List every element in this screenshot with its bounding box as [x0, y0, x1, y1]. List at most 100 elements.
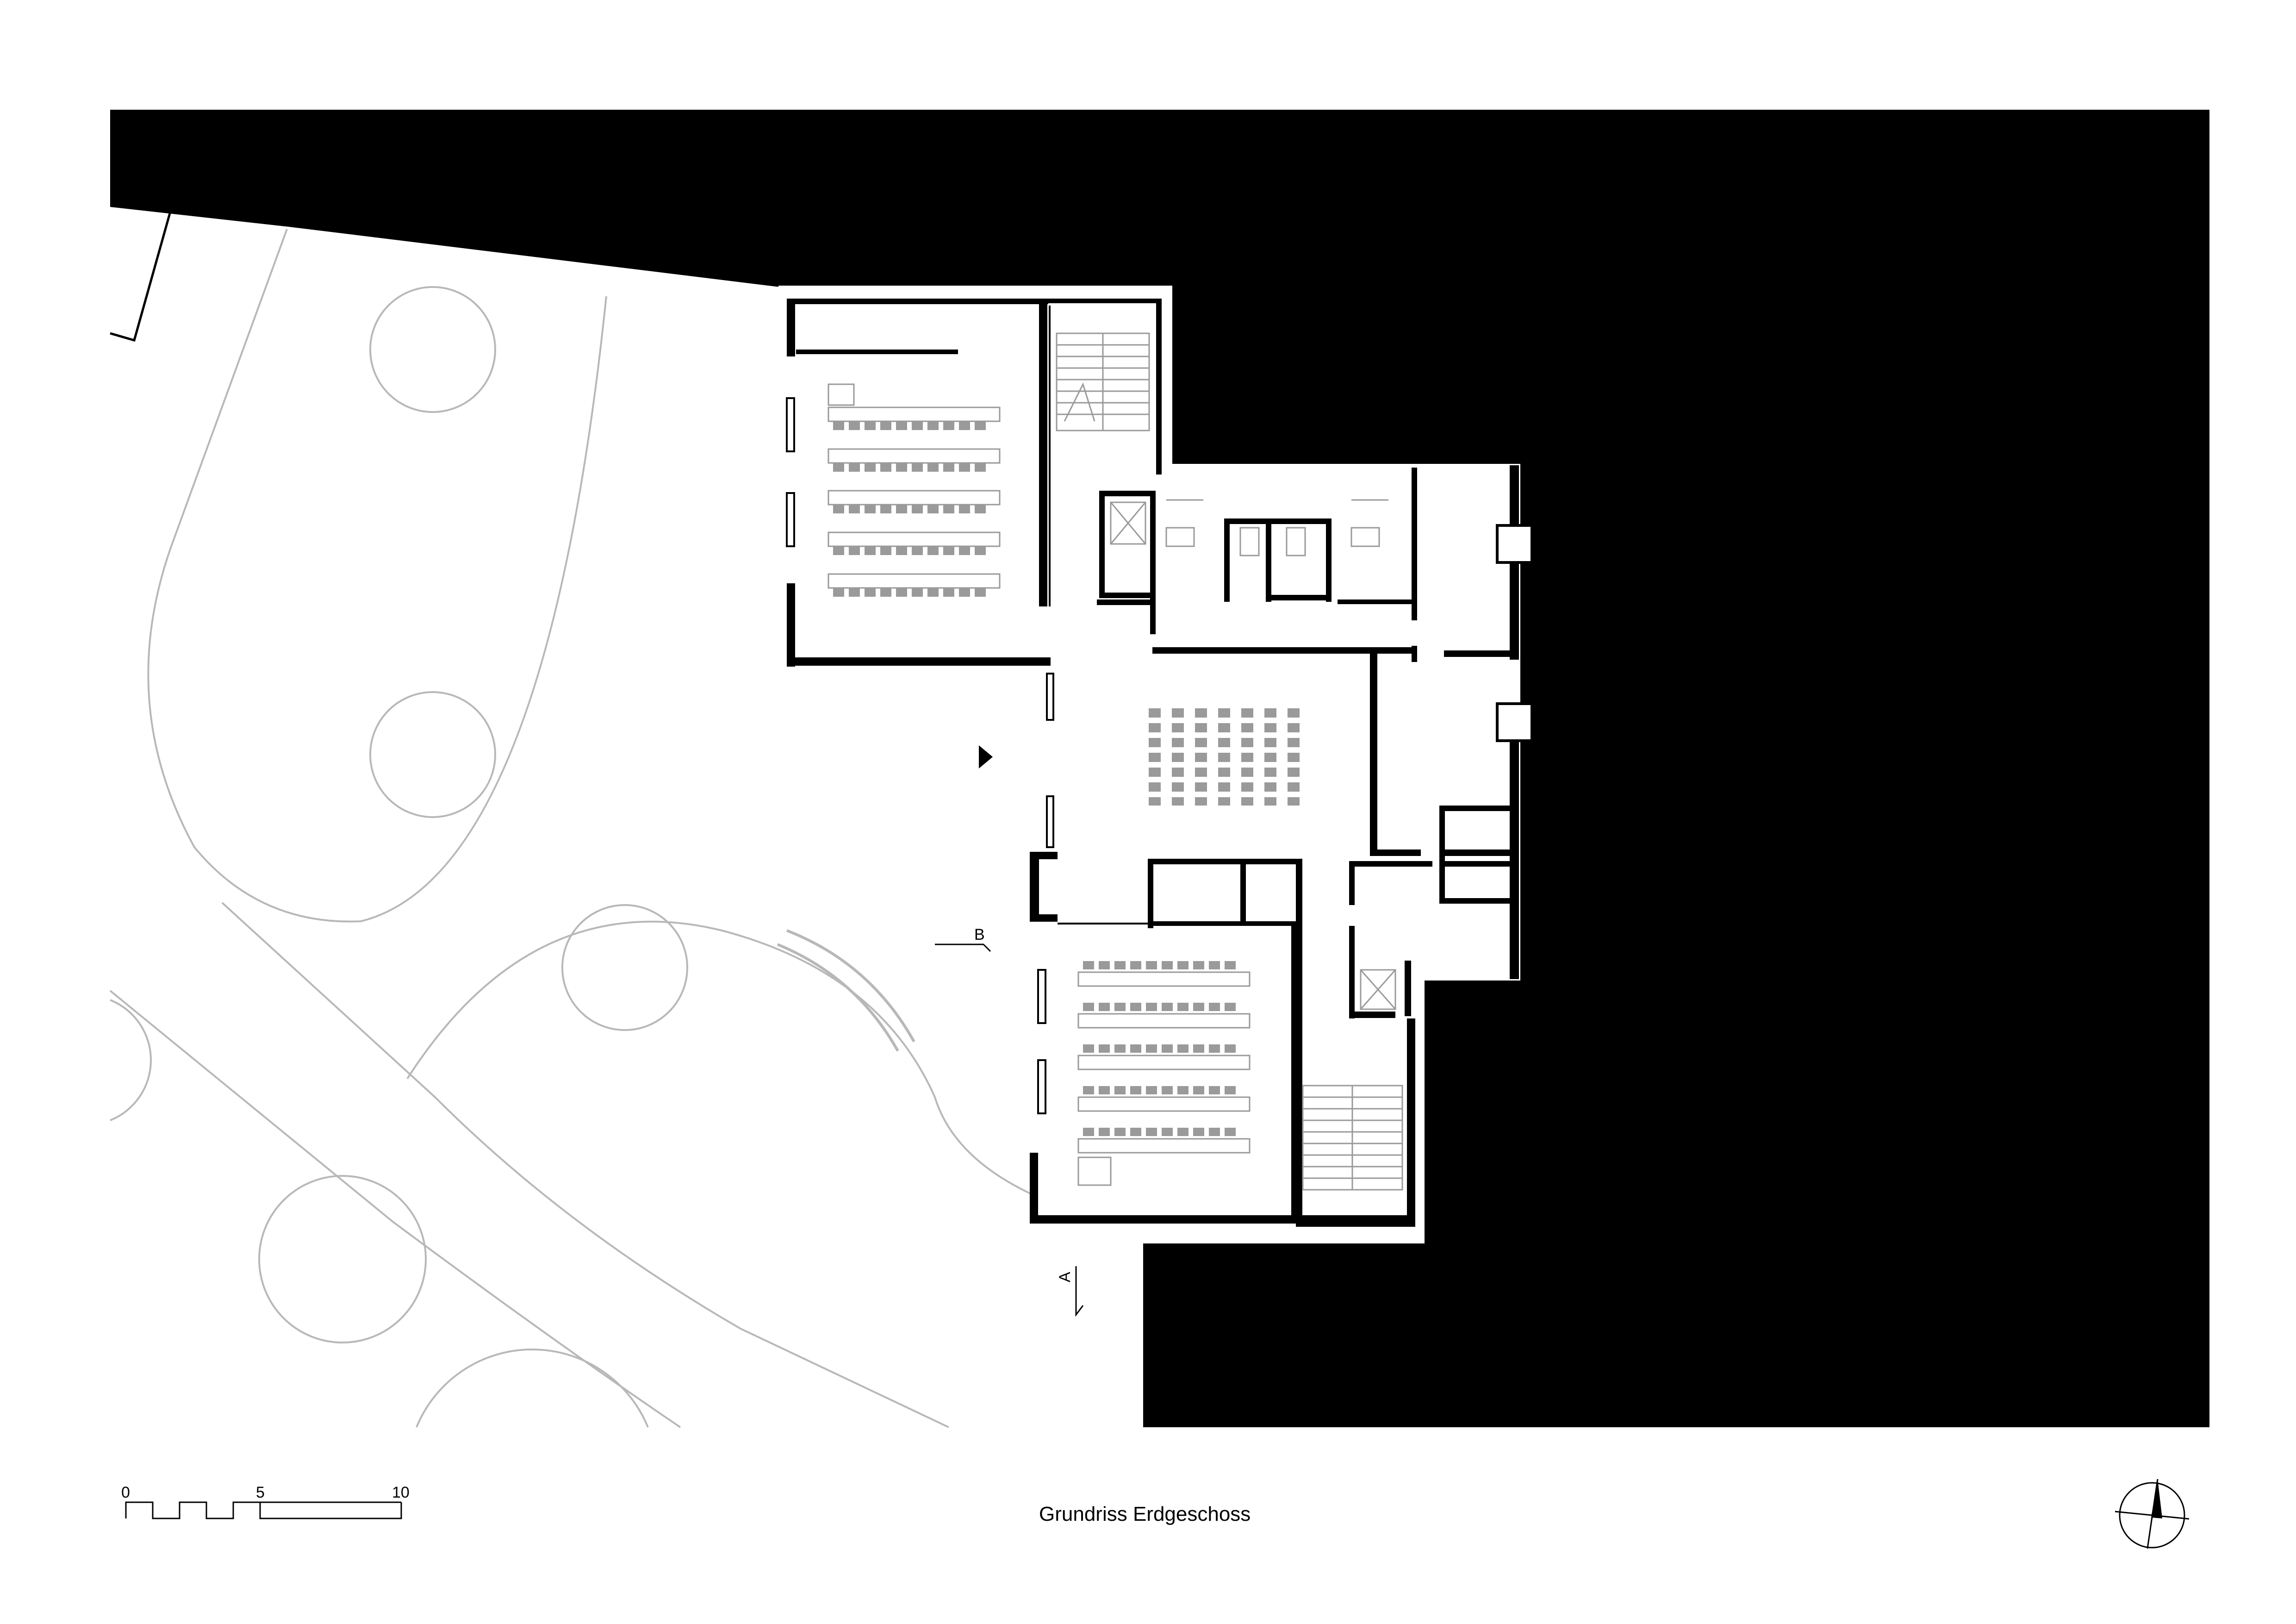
scale-label-0: 0 [121, 1484, 130, 1501]
landscape [109, 208, 1033, 1428]
lightwell [1496, 524, 1533, 564]
wall [1439, 861, 1511, 867]
window [1046, 795, 1054, 848]
wall [1240, 859, 1246, 924]
wall [1349, 861, 1355, 905]
scale-bar [125, 1501, 402, 1519]
wall [1444, 650, 1510, 657]
scale-label-10: 10 [392, 1484, 410, 1501]
tree-2 [369, 691, 496, 818]
wall [1156, 299, 1162, 475]
fence-line [110, 208, 173, 342]
wall [1148, 859, 1153, 928]
wall [1099, 593, 1150, 598]
wall [1047, 299, 1161, 303]
wall [1349, 861, 1432, 867]
wall [1405, 961, 1411, 1016]
tree-4 [258, 1175, 427, 1343]
wall [1039, 299, 1047, 606]
wall [1266, 518, 1271, 602]
wall [1326, 518, 1332, 602]
section-b-left-label: B [974, 926, 985, 943]
bench-wall [777, 929, 915, 1052]
section-a-bottom-label: A [1056, 1272, 1074, 1282]
furniture [828, 383, 1388, 1186]
tree-1 [369, 286, 496, 413]
wall [1150, 491, 1156, 634]
wall [1099, 491, 1105, 597]
wall [1224, 518, 1331, 524]
road-edge-1 [109, 990, 681, 1428]
section-a-bottom-symbol [1075, 1266, 1084, 1317]
wall [1407, 1018, 1415, 1222]
stair-top [1056, 332, 1150, 431]
wall [787, 299, 795, 356]
tree-5 [110, 999, 152, 1121]
window [1037, 1059, 1046, 1114]
section-markers [935, 199, 1609, 1317]
building-walls [787, 299, 1533, 1227]
wall [1412, 468, 1417, 620]
wall [1349, 926, 1355, 1018]
path-curve-1 [147, 229, 607, 923]
wall [796, 350, 958, 354]
wall [1224, 518, 1230, 602]
wall [787, 657, 1051, 666]
building-outline [778, 286, 1520, 1243]
entrance-arrow-icon [979, 745, 993, 768]
wall [1030, 1153, 1038, 1222]
desks-lower-classroom [1077, 961, 1251, 1186]
wall [787, 583, 795, 667]
wall [1370, 849, 1421, 856]
wall [1439, 806, 1445, 903]
section-b-right-label: B [1555, 926, 1566, 943]
scale-label-5: 5 [256, 1484, 265, 1501]
path-curve-2 [406, 920, 1033, 1195]
section-a-top-symbol [1075, 199, 1084, 250]
window [786, 397, 795, 452]
wall [1291, 924, 1296, 1220]
window [786, 492, 795, 547]
wall [1152, 647, 1412, 654]
stairs-and-lifts [1056, 332, 1403, 1191]
window [1037, 969, 1046, 1024]
wall [1030, 1215, 1414, 1224]
wall [1349, 1012, 1395, 1018]
wall [1153, 921, 1297, 926]
wall [1148, 859, 1300, 864]
wall [1439, 849, 1511, 856]
wall [1439, 898, 1511, 904]
wall [1030, 914, 1058, 922]
surrounding-terrain [110, 110, 2209, 1427]
tree-3 [561, 904, 688, 1031]
glazing [786, 306, 1148, 1114]
section-a-top-label: A [1056, 235, 1074, 245]
lightwell [1496, 702, 1533, 742]
wall [1510, 738, 1519, 979]
road-edge-2 [221, 902, 949, 1428]
lift-bottom [1360, 969, 1396, 1010]
drawing-title: Grundriss Erdgeschoss [1039, 1503, 1251, 1525]
section-b-left-symbol [935, 943, 991, 952]
wall [1370, 650, 1377, 854]
wall [787, 299, 1048, 304]
section-b-right-symbol [1557, 943, 1609, 952]
wall [1439, 806, 1511, 811]
wall [1338, 600, 1412, 604]
stair-bottom [1302, 1085, 1403, 1191]
wall [1270, 595, 1326, 600]
wall [1296, 1222, 1415, 1227]
north-arrow-icon [2115, 1479, 2190, 1549]
wall [1412, 646, 1417, 662]
desks-top-classroom [828, 383, 1001, 597]
auditorium-seats [1149, 708, 1300, 806]
terrain-mass [110, 110, 2209, 1427]
tree-6 [416, 1349, 649, 1428]
lift-top [1110, 501, 1146, 545]
wc-fixtures [1165, 499, 1388, 556]
window [1046, 673, 1054, 721]
wall [1099, 491, 1155, 496]
wall [1030, 852, 1039, 921]
wall [1097, 600, 1155, 605]
